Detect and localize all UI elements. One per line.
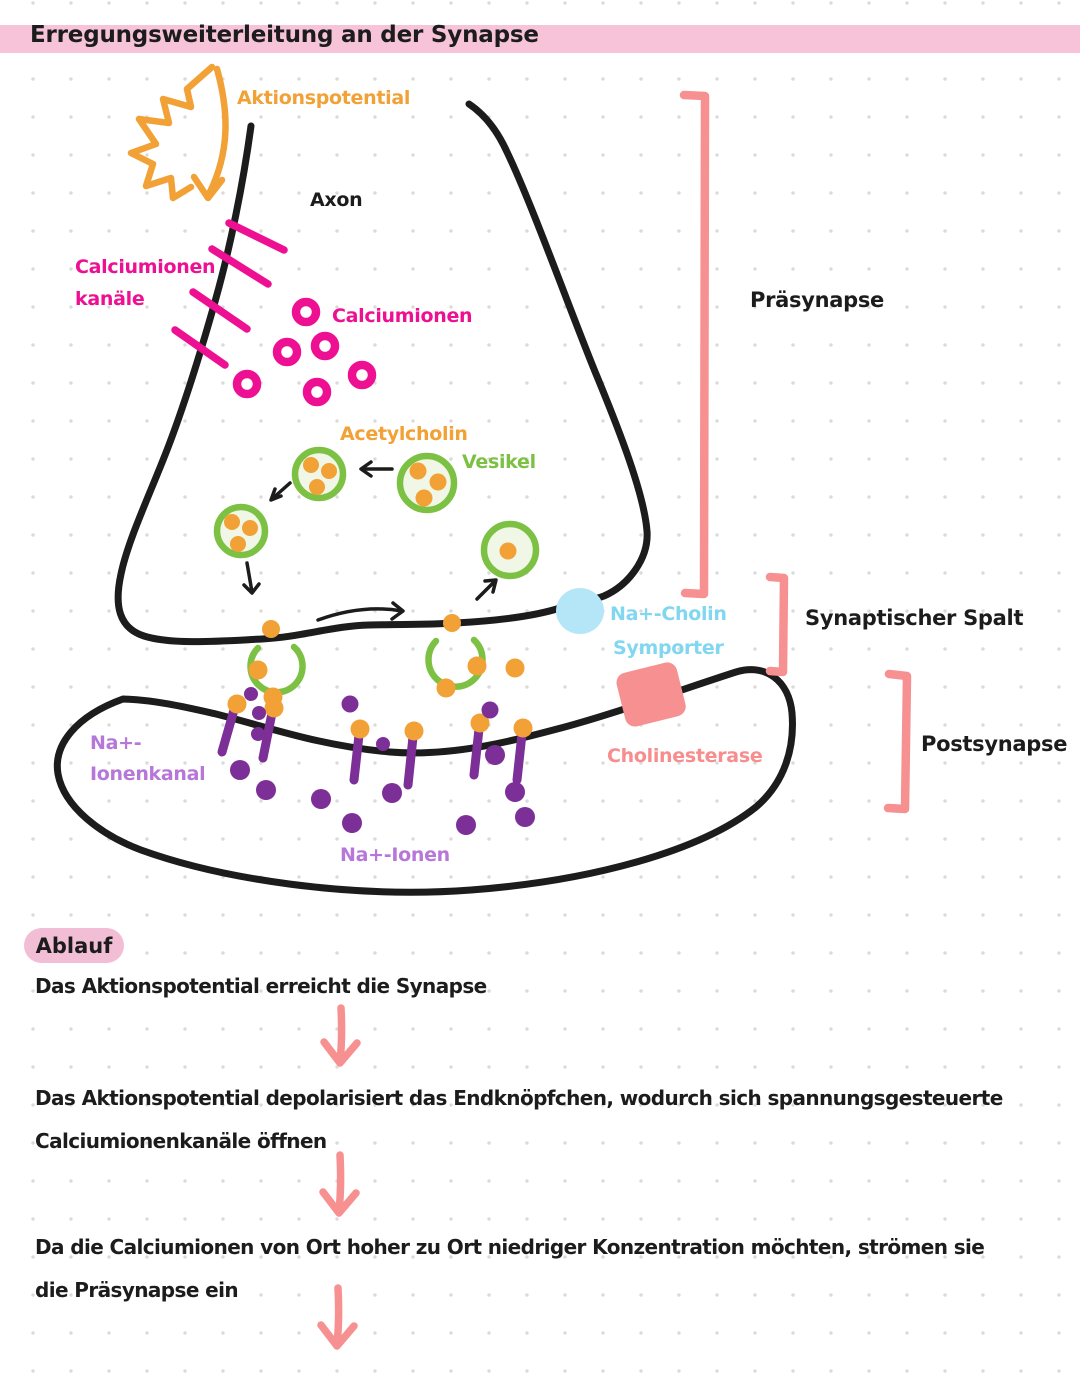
- page-title: Erregungsweiterleitung an der Synapse: [30, 22, 539, 48]
- label-synaptischer-spalt: Synaptischer Spalt: [805, 606, 1024, 630]
- sodium-ion-dots: [230, 687, 535, 835]
- action-potential-arrow-icon: [127, 63, 229, 202]
- label-vesikel: Vesikel: [462, 451, 536, 473]
- step-1-text: Das Aktionspotential erreicht die Synaps…: [35, 974, 487, 998]
- label-aktionspotential: Aktionspotential: [237, 87, 411, 109]
- vesicle-cycle-arrows: [242, 460, 498, 622]
- label-calciumionen-kanaele-line2: kanäle: [75, 288, 145, 310]
- acetylcholine-dots: [227, 656, 533, 741]
- postsynapse-membrane: [53, 666, 796, 896]
- vesicles: [213, 446, 540, 696]
- cholinesterase-shape: [616, 662, 686, 727]
- fused-vesicle: [425, 614, 486, 690]
- label-na-cholin-line1: Na+-Cholin: [610, 603, 727, 625]
- label-na-ionen: Na+-Ionen: [340, 844, 450, 866]
- down-arrow-icon: [317, 1284, 358, 1350]
- vesicle: [480, 520, 540, 580]
- step-2-text-line1: Das Aktionspotential depolarisiert das E…: [35, 1086, 1003, 1110]
- step-arrows: [317, 1004, 361, 1350]
- vesicle: [291, 446, 347, 502]
- fused-vesicle: [247, 620, 306, 696]
- page-header: Erregungsweiterleitung an der Synapse: [0, 22, 1080, 53]
- region-brackets: [679, 90, 912, 814]
- label-cholinesterase: Cholinesterase: [607, 745, 763, 767]
- ablauf-heading: Ablauf: [24, 928, 124, 963]
- synaptischer-spalt-bracket: [765, 572, 789, 677]
- down-arrow-icon: [319, 1151, 360, 1217]
- label-calciumionen: Calciumionen: [332, 305, 473, 327]
- label-postsynapse: Postsynapse: [921, 732, 1068, 756]
- label-na-ionenkanal-line1: Na+-: [90, 732, 142, 754]
- sodium-channel-bars: [217, 705, 527, 790]
- calcium-channel-lines: [171, 219, 288, 369]
- vesicle: [213, 503, 269, 559]
- symporter-shape: [556, 588, 604, 634]
- label-acetylcholin: Acetylcholin: [340, 423, 468, 445]
- label-axon: Axon: [310, 189, 363, 211]
- label-na-cholin-line2: Symporter: [613, 637, 724, 659]
- presynapse-membrane: [114, 100, 651, 646]
- down-arrow-icon: [320, 1004, 361, 1067]
- step-2-text-line2: Calciumionenkanäle öffnen: [35, 1129, 327, 1153]
- step-3-text-line1: Da die Calciumionen von Ort hoher zu Ort…: [35, 1235, 985, 1259]
- praesynapse-bracket: [679, 90, 710, 599]
- label-praesynapse: Präsynapse: [750, 288, 885, 312]
- label-na-ionenkanal-line2: Ionenkanal: [90, 763, 206, 785]
- calcium-ion-rings: [232, 297, 377, 407]
- postsynapse-bracket: [883, 669, 912, 814]
- step-3-text-line2: die Präsynapse ein: [35, 1278, 239, 1302]
- vesicle: [396, 452, 458, 514]
- label-calciumionen-kanaele-line1: Calciumionen: [75, 256, 216, 278]
